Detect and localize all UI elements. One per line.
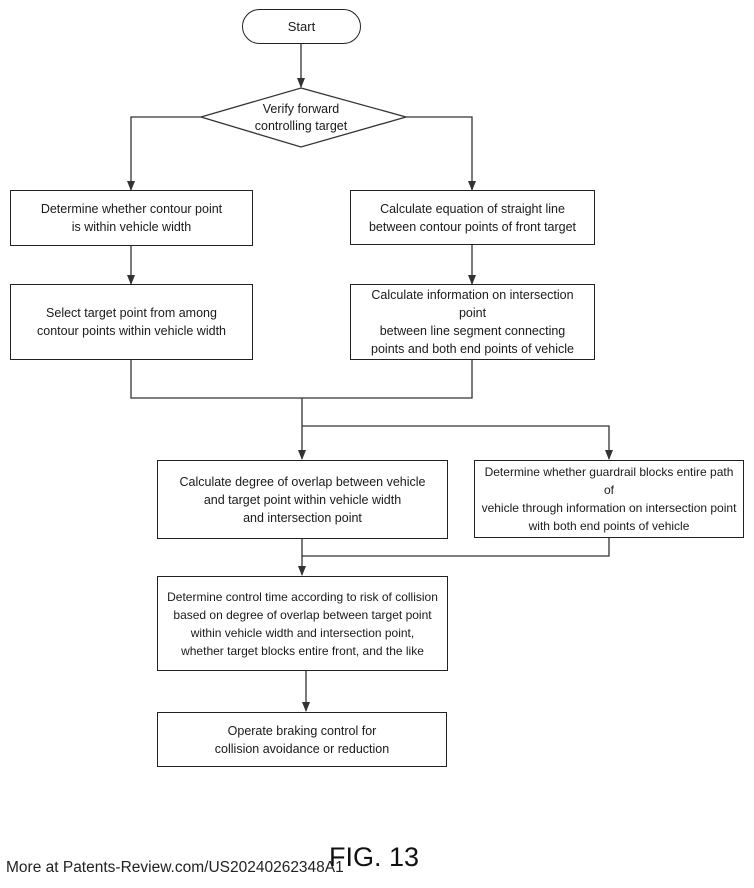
guardrail-box: Determine whether guardrail blocks entir…	[474, 460, 744, 538]
select-target-text: Select target point from among contour p…	[37, 306, 226, 338]
straight-line-text: Calculate equation of straight line betw…	[368, 201, 577, 234]
connector-merge	[130, 360, 473, 399]
figure-label: FIG. 13	[329, 842, 420, 872]
connector-overlap-guardrail-join	[301, 538, 610, 557]
footer-source-text: More at Patents-Review.com/US20240262348…	[6, 859, 344, 876]
contour-width-box: Determine whether contour point is withi…	[10, 190, 253, 246]
contour-width-text: Determine whether contour point is withi…	[40, 202, 223, 234]
arrow-merge-to-guardrail	[302, 425, 613, 460]
select-target-box: Select target point from among contour p…	[10, 284, 253, 360]
verify-decision-text: Verify forward controlling target	[254, 101, 348, 133]
braking-box: Operate braking control for collision av…	[157, 712, 447, 767]
overlap-text: Calculate degree of overlap between vehi…	[179, 474, 426, 525]
control-time-text: Determine control time according to risk…	[167, 589, 438, 658]
intersection-info-text: Calculate information on intersection po…	[371, 288, 574, 356]
start-label: Start	[287, 18, 316, 34]
arrow-verify-to-contour-width	[127, 116, 201, 191]
control-time-box: Determine control time according to risk…	[157, 576, 448, 671]
braking-text: Operate braking control for collision av…	[214, 723, 390, 756]
straight-line-box: Calculate equation of straight line betw…	[350, 190, 595, 245]
start-terminal: Start	[242, 9, 361, 44]
overlap-box: Calculate degree of overlap between vehi…	[157, 460, 448, 539]
guardrail-text: Determine whether guardrail blocks entir…	[481, 465, 737, 533]
verify-decision-label: Verify forward controlling target	[215, 95, 387, 140]
decision-diamond	[198, 87, 409, 148]
intersection-info-box: Calculate information on intersection po…	[350, 284, 595, 360]
arrow-verify-to-straight-line	[406, 116, 476, 191]
